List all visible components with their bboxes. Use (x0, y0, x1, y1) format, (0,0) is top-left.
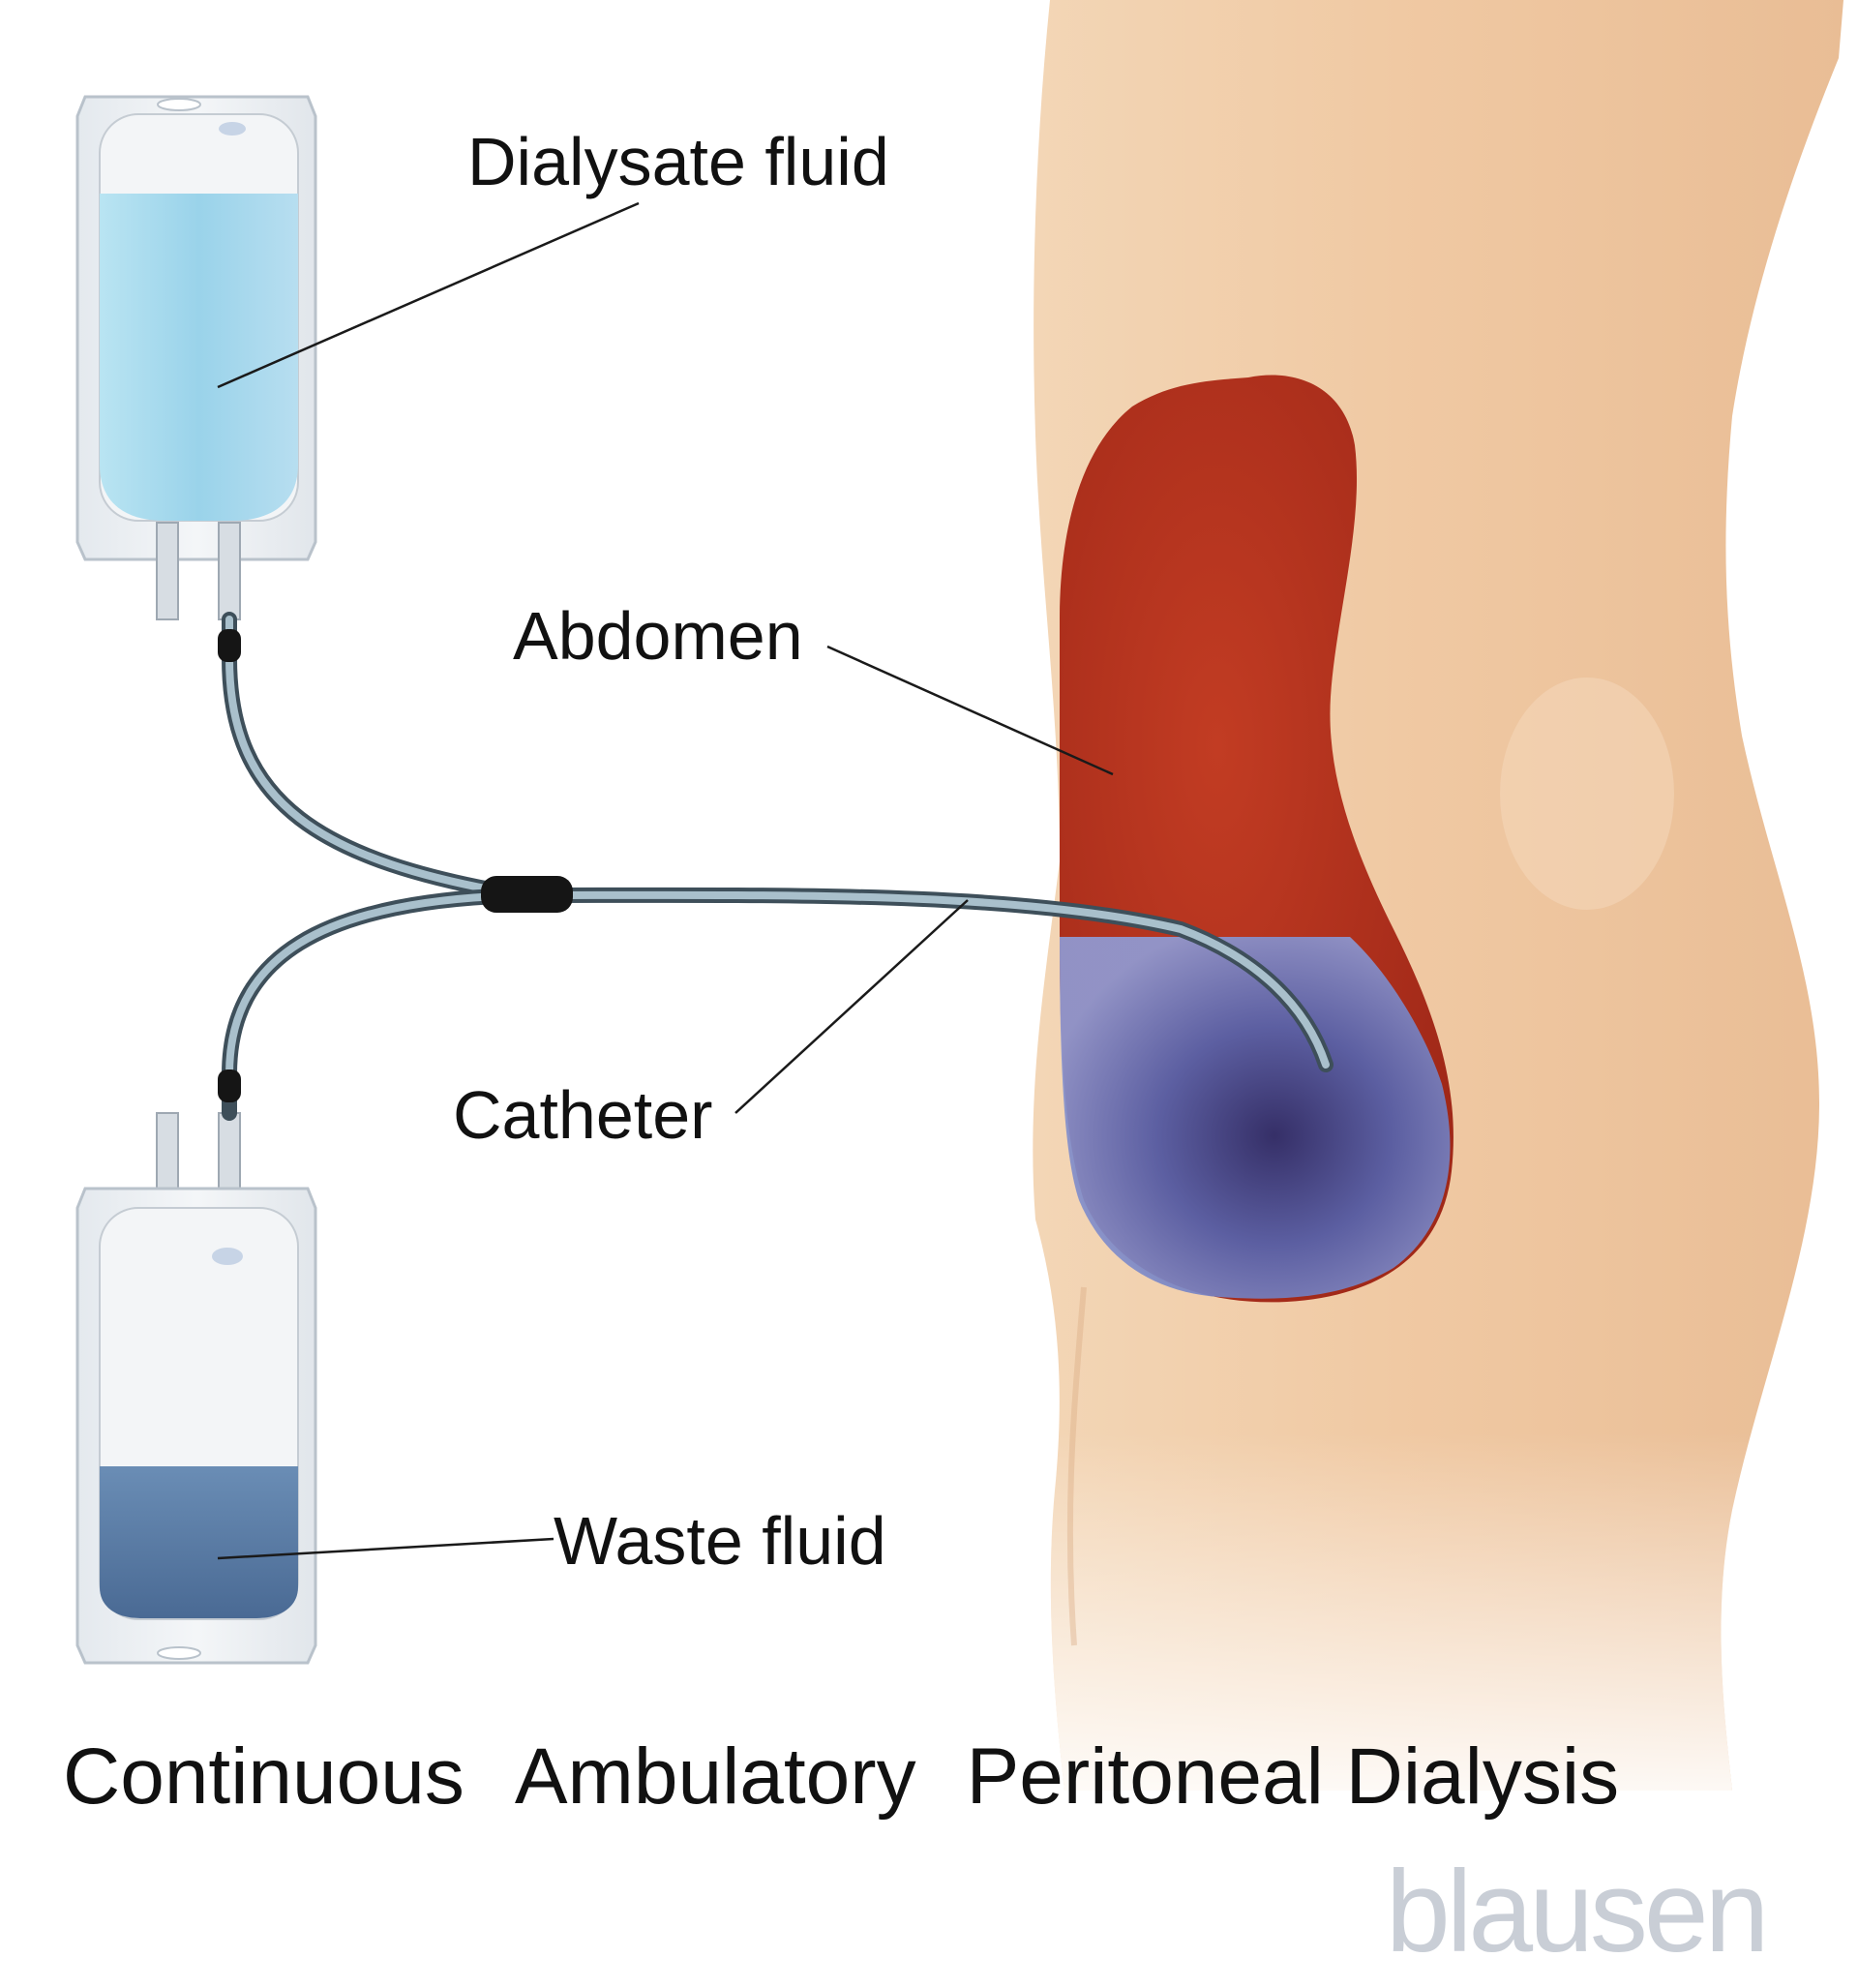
title-word-peritoneal-dialysis: Peritoneal Dialysis (966, 1732, 1620, 1821)
dialysate-bag (75, 95, 317, 620)
leader-dialysate (217, 201, 640, 389)
title-word-ambulatory: Ambulatory (514, 1732, 916, 1821)
tube-connectors (218, 629, 573, 1102)
tubing (222, 612, 1334, 1121)
leader-lines (217, 201, 1114, 1560)
label-dialysate-fluid: Dialysate fluid (467, 124, 889, 199)
waste-bag (75, 1112, 317, 1665)
title-word-continuous: Continuous (63, 1732, 464, 1821)
leader-catheter (734, 899, 969, 1114)
label-waste-fluid: Waste fluid (554, 1503, 886, 1579)
peritoneal-fluid (1060, 937, 1451, 1299)
label-catheter: Catheter (453, 1077, 713, 1153)
label-abdomen: Abdomen (513, 598, 803, 674)
leader-waste (217, 1537, 554, 1560)
blausen-watermark: blausen (1386, 1847, 1769, 1976)
leader-abdomen (826, 645, 1114, 776)
